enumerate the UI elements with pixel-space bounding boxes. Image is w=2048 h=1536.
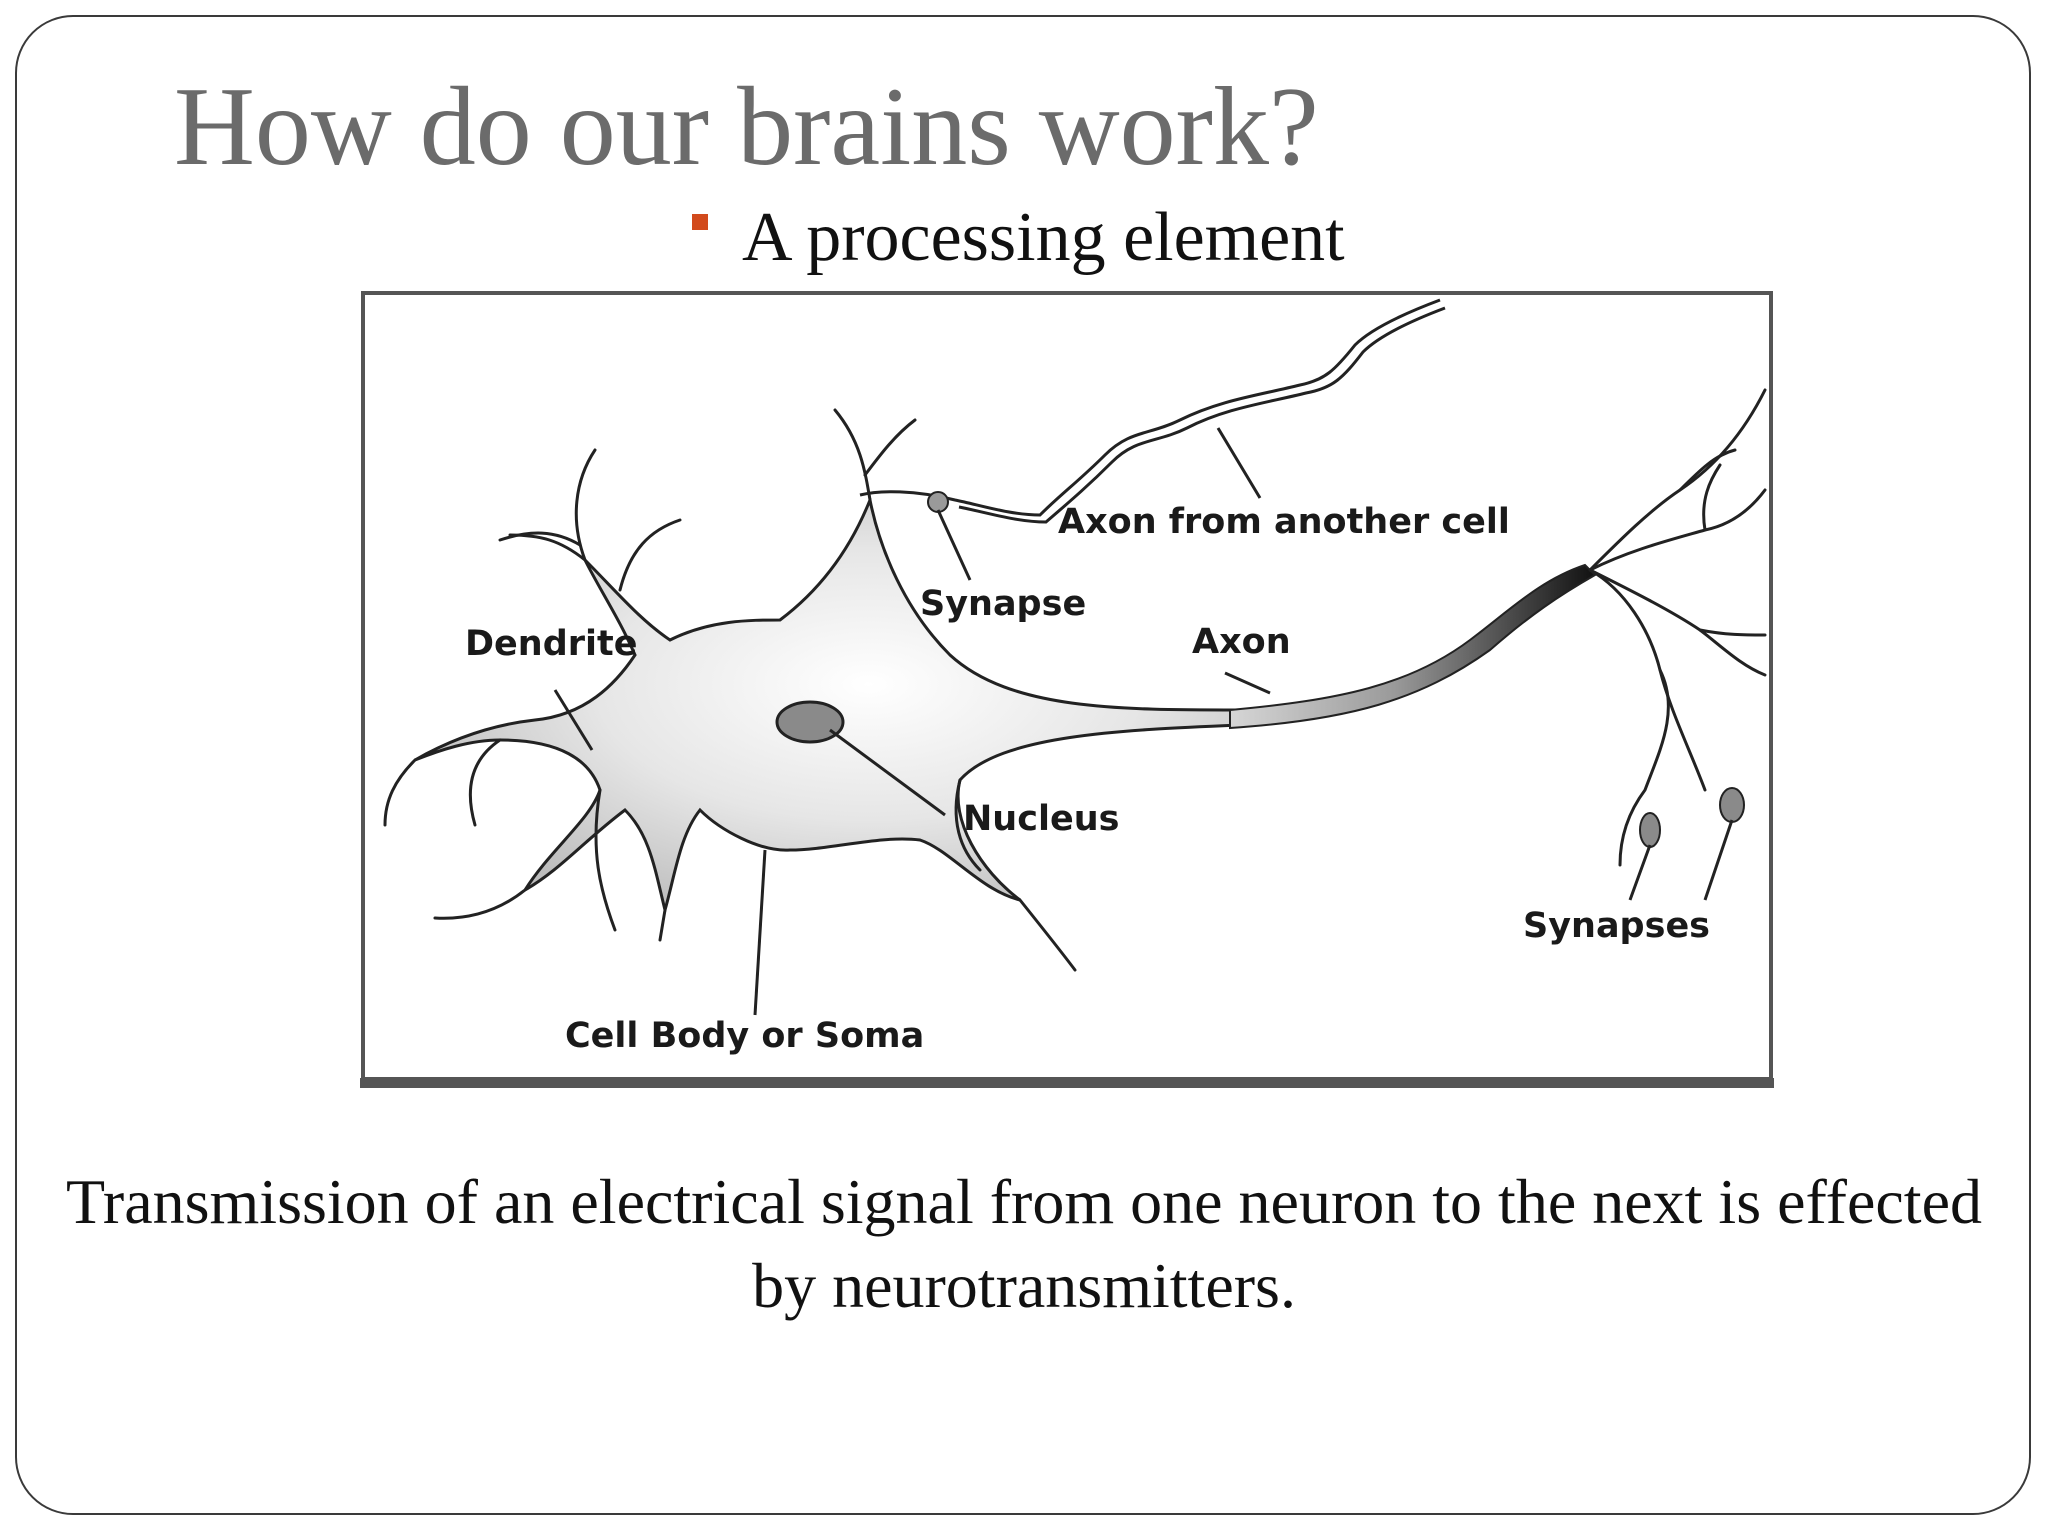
synapse-bulb (927, 491, 949, 513)
dendrite-branches (383, 408, 1077, 972)
label-axon-from-another-cell: Axon from another cell (1058, 502, 1510, 542)
slide-caption: Transmission of an electrical signal fro… (66, 1166, 1982, 1321)
synapse-bulb-left (1639, 812, 1661, 848)
label-pointers (553, 427, 1734, 1016)
nucleus (775, 700, 845, 744)
axon-terminals (1588, 388, 1767, 867)
slide-title: How do our brains work? (174, 65, 1319, 189)
label-synapse: Synapse (920, 584, 1086, 624)
diagram-bottom-bar (360, 1078, 1774, 1088)
label-dendrite: Dendrite (465, 624, 638, 664)
bullet-item: A processing element (692, 196, 1345, 286)
label-nucleus: Nucleus (963, 799, 1119, 839)
axon-shaft (1229, 563, 1597, 730)
label-synapses: Synapses (1523, 906, 1710, 946)
label-cell-body: Cell Body or Soma (565, 1016, 924, 1056)
bullet-text: A processing element (742, 199, 1345, 276)
label-axon: Axon (1192, 622, 1291, 662)
neuron-diagram: Axon from another cell Synapse Dendrite … (360, 290, 1774, 1088)
synapse-bulb-right (1719, 787, 1745, 823)
diagram-border (361, 291, 1773, 1081)
incoming-axon (859, 298, 1446, 524)
bullet-square-icon (692, 214, 708, 230)
neuron-diagram-svg: Axon from another cell Synapse Dendrite … (360, 291, 1774, 1088)
